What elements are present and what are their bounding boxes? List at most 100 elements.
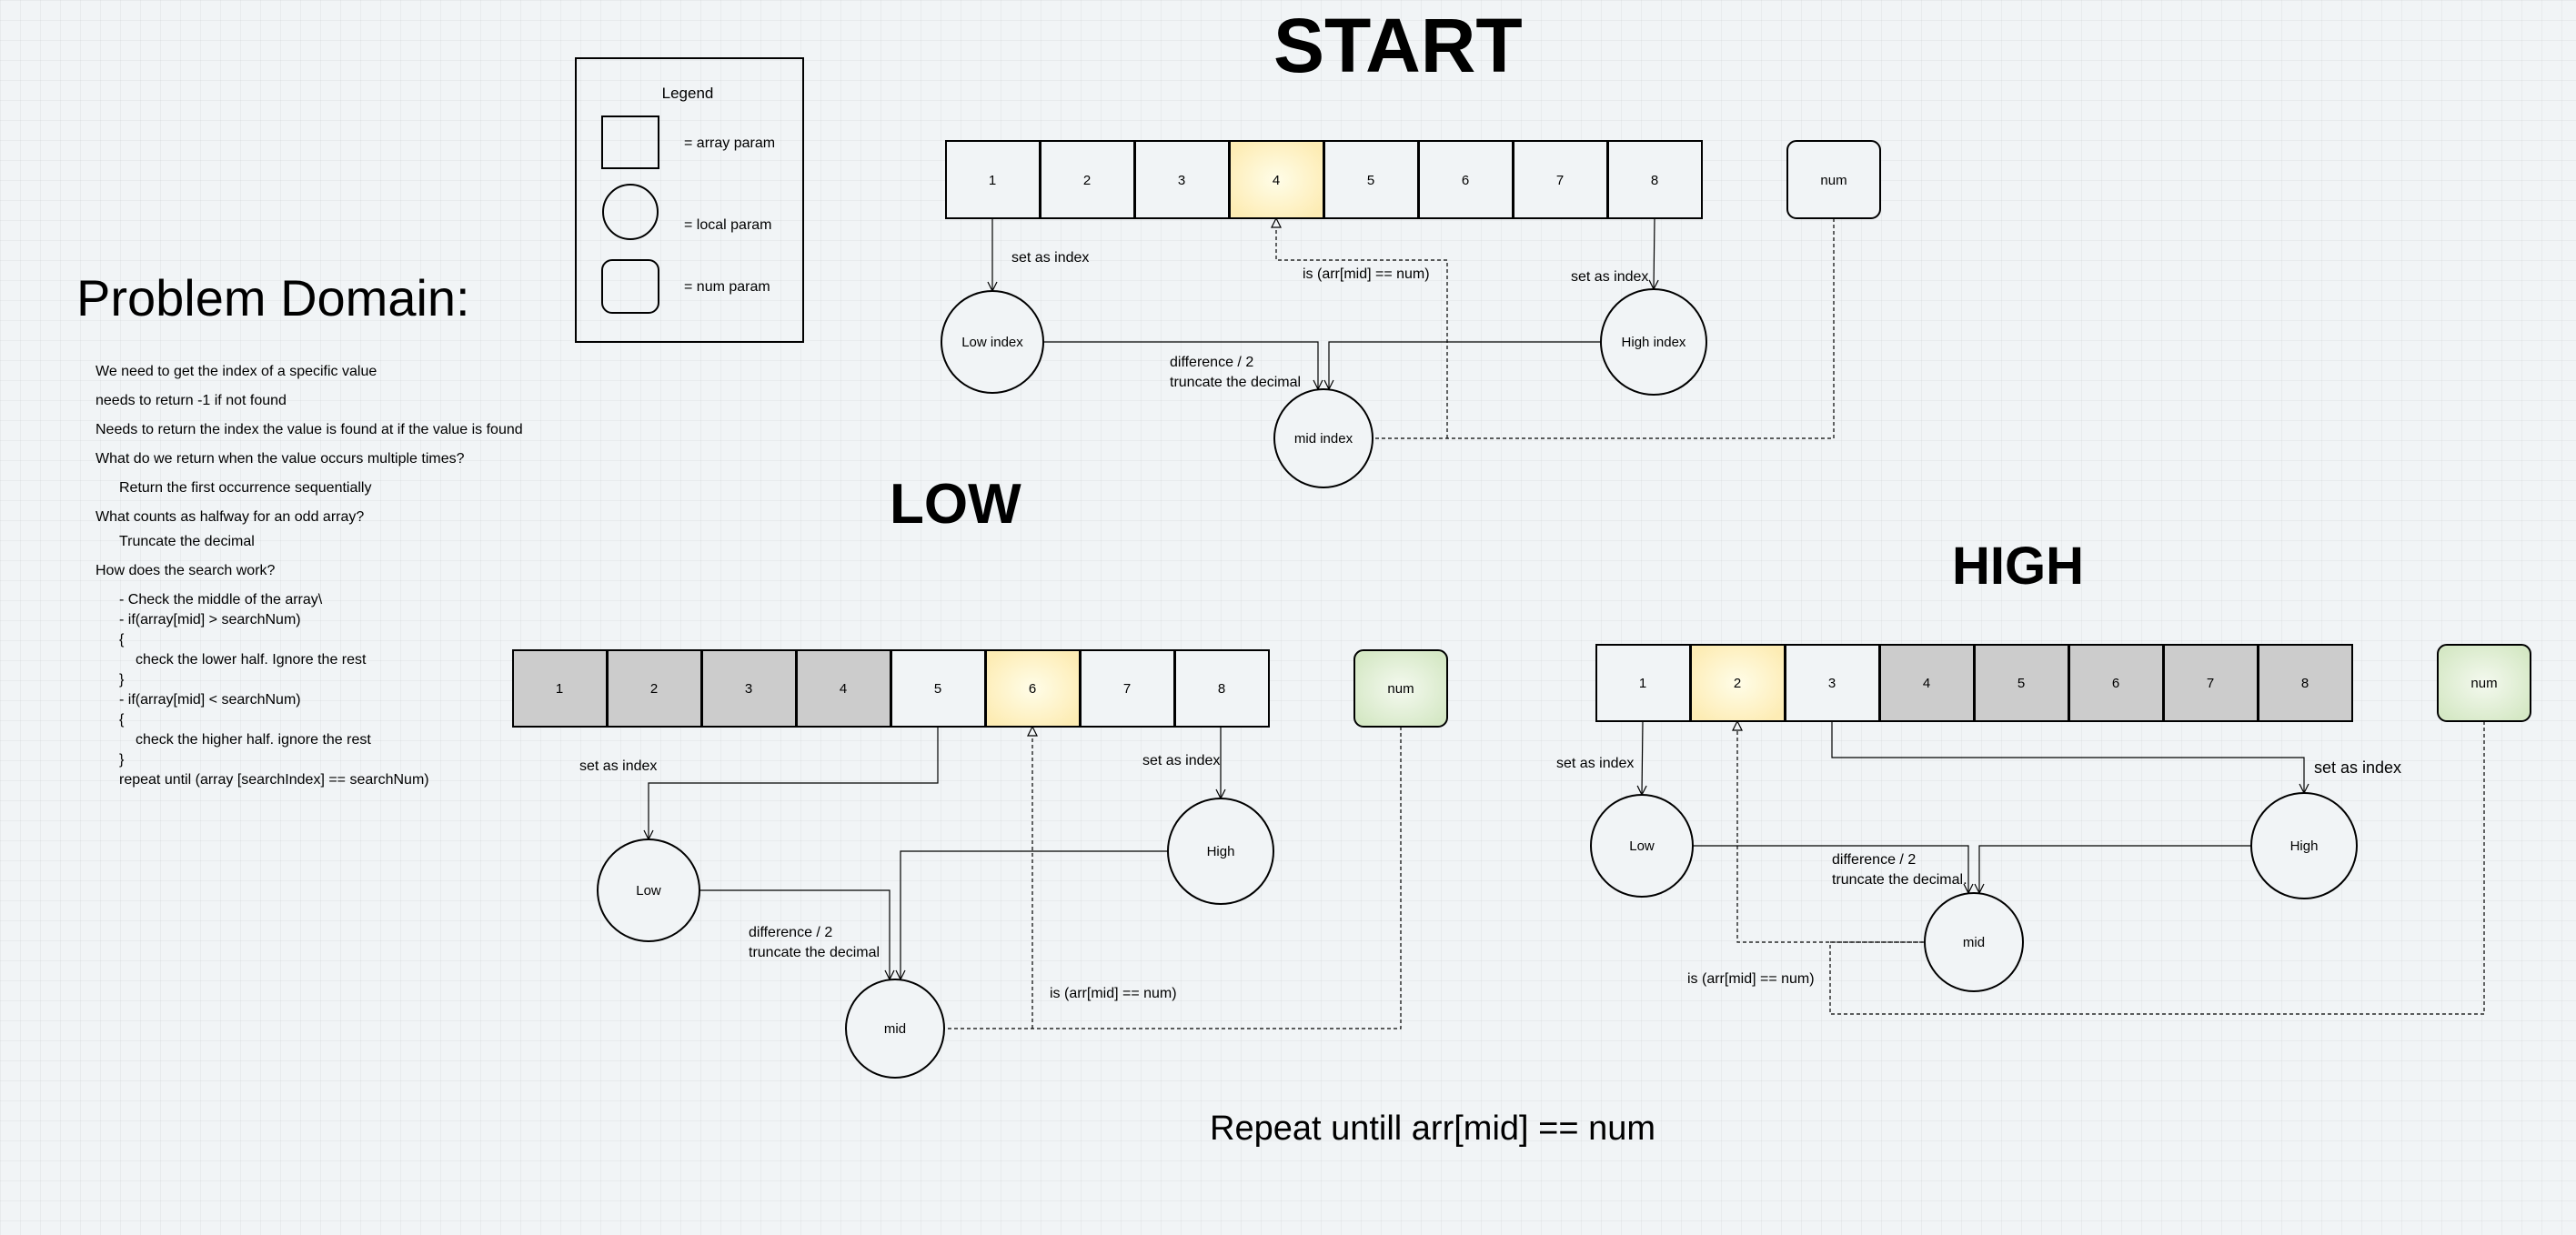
high-high-label: High	[2290, 838, 2319, 854]
low-edge-cell5-to-low	[649, 727, 939, 839]
repeat-footer: Repeat untill arr[mid] == num	[1210, 1109, 1656, 1148]
low-low-label: Low	[636, 883, 661, 899]
low-cell-5-label: 5	[934, 681, 941, 697]
high-cell-3	[1785, 644, 1880, 722]
low-cell-6-label: 6	[1029, 681, 1036, 697]
high-cell-3-label: 3	[1828, 676, 1836, 691]
low-array: 1 2 3 4 5 6 7 8	[512, 649, 1270, 728]
start-cell-7-label: 7	[1556, 173, 1564, 188]
low-edge-low-to-mid	[699, 889, 890, 979]
legend-frame	[575, 57, 804, 343]
domain-line: check the higher half. ignore the rest	[136, 732, 371, 748]
low-section: 1 2 3 4 5 6 7 8 num Low High mid s	[512, 649, 1448, 1079]
start-cell-2	[1040, 140, 1135, 219]
start-cell-4-label: 4	[1273, 173, 1280, 188]
high-cell-1	[1595, 644, 1691, 722]
domain-line: How does the search work?	[96, 563, 276, 578]
domain-line: {	[119, 632, 125, 648]
start-cell-6-label: 6	[1462, 173, 1469, 188]
high-heading: HIGH	[1952, 537, 2084, 596]
legend: Legend = array param = local param = num…	[575, 57, 804, 343]
start-num-label: num	[1820, 173, 1846, 188]
low-cell-2-label: 2	[650, 681, 658, 697]
low-cell-3	[701, 649, 797, 728]
legend-circle-label: = local param	[684, 217, 772, 233]
low-cell-1-label: 1	[556, 681, 563, 697]
start-cell-6	[1418, 140, 1514, 219]
high-low-label: Low	[1629, 838, 1655, 854]
high-cell-6-label: 6	[2112, 676, 2119, 691]
start-mid-label: mid index	[1294, 431, 1353, 447]
start-diff-label-2: truncate the decimal	[1170, 375, 1301, 390]
low-num-label: num	[1387, 681, 1414, 697]
low-cell-8-label: 8	[1218, 681, 1225, 697]
high-edge-high-to-mid	[1979, 845, 2251, 893]
legend-rounded-label: = num param	[684, 279, 770, 295]
start-cell-8	[1607, 140, 1703, 219]
start-edge-low-to-mid	[1043, 341, 1318, 389]
low-set-low-label: set as index	[579, 758, 657, 774]
domain-line: needs to return -1 if not found	[96, 393, 287, 408]
domain-line: }	[119, 672, 125, 688]
low-cell-2	[607, 649, 702, 728]
start-cell-4-mid-highlight	[1229, 140, 1324, 219]
start-cell-7	[1513, 140, 1608, 219]
high-cell-4-label: 4	[1923, 676, 1930, 691]
high-mid-label: mid	[1963, 935, 1985, 950]
low-cell-7	[1080, 649, 1175, 728]
start-heading: START	[1273, 3, 1523, 88]
high-edge-check-to-cell2	[1737, 721, 1925, 943]
low-cell-3-label: 3	[745, 681, 752, 697]
start-cell-5	[1323, 140, 1419, 219]
high-cell-8-label: 8	[2301, 676, 2309, 691]
start-array: 1 2 3 4 5 6 7 8	[945, 140, 1703, 219]
legend-circle-shape	[602, 184, 659, 240]
high-cell-6	[2068, 644, 2164, 722]
domain-line: - if(array[mid] > searchNum)	[119, 612, 301, 628]
domain-line: Needs to return the index the value is f…	[96, 422, 523, 437]
legend-square-label: = array param	[684, 136, 775, 151]
start-cell-5-label: 5	[1367, 173, 1374, 188]
high-cell-2-label: 2	[1734, 676, 1741, 691]
low-cell-8	[1174, 649, 1270, 728]
high-cell-1-label: 1	[1639, 676, 1646, 691]
high-cell-4	[1879, 644, 1975, 722]
domain-line: What do we return when the value occurs …	[96, 451, 465, 467]
low-cell-4-label: 4	[840, 681, 847, 697]
low-mid-label: mid	[884, 1021, 906, 1037]
start-check-label: is (arr[mid] == num)	[1303, 266, 1430, 282]
low-cell-1	[512, 649, 608, 728]
start-set-high-label: set as index	[1571, 269, 1648, 285]
start-high-label: High index	[1622, 335, 1686, 350]
high-cell-8	[2258, 644, 2353, 722]
domain-line: {	[119, 712, 125, 728]
high-edge-low-to-mid	[1693, 845, 1968, 893]
problem-domain-title: Problem Domain:	[76, 269, 470, 326]
low-high-label: High	[1207, 844, 1235, 859]
domain-line: What counts as halfway for an odd array?	[96, 509, 365, 525]
start-edge-check-to-cell4	[1276, 218, 1448, 438]
high-cell-5	[1974, 644, 2069, 722]
high-diff-label-2: truncate the decimal.	[1832, 872, 1967, 888]
high-set-low-label: set as index	[1556, 756, 1634, 771]
low-diff-label-1: difference / 2	[749, 925, 832, 940]
start-cell-3-label: 3	[1178, 173, 1185, 188]
start-low-label: Low index	[961, 335, 1023, 350]
legend-title: Legend	[662, 85, 714, 102]
high-cell-7-label: 7	[2207, 676, 2214, 691]
domain-line: Return the first occurrence sequentially	[119, 480, 372, 496]
start-cell-2-label: 2	[1083, 173, 1091, 188]
domain-line: check the lower half. Ignore the rest	[136, 652, 367, 668]
start-edge-num-to-mid	[1373, 218, 1835, 439]
high-array: 1 2 3 4 5 6 7 8	[1595, 644, 2353, 722]
low-set-high-label: set as index	[1142, 753, 1220, 768]
legend-rounded-shape	[601, 259, 659, 314]
start-diff-label-1: difference / 2	[1170, 355, 1253, 370]
high-cell-7	[2163, 644, 2259, 722]
start-cell-8-label: 8	[1651, 173, 1658, 188]
high-cell-5-label: 5	[2018, 676, 2025, 691]
start-edge-high-to-mid	[1329, 341, 1601, 389]
domain-line: repeat until (array [searchIndex] == sea…	[119, 772, 429, 788]
high-section: 1 2 3 4 5 6 7 8 num Low High mid s	[1556, 644, 2531, 1015]
